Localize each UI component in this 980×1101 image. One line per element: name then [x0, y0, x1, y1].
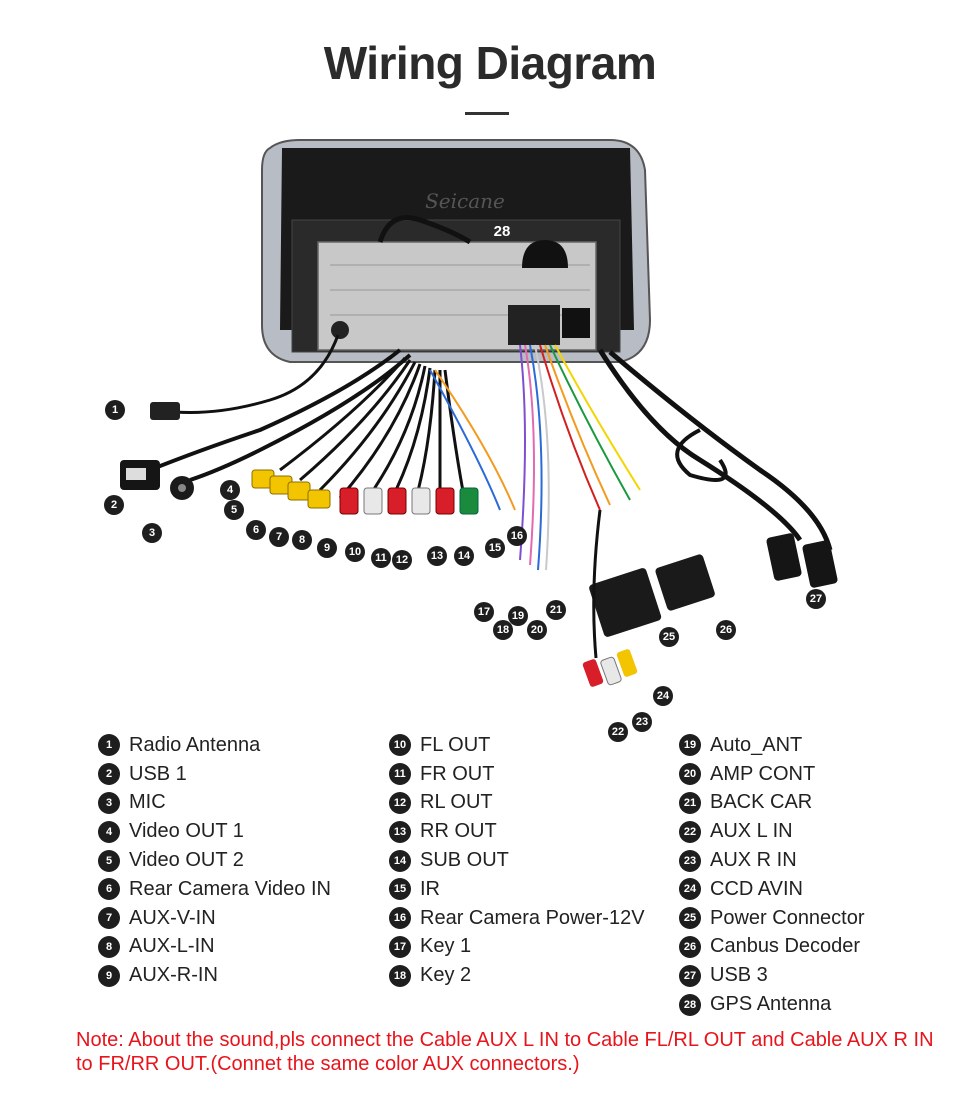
callout-10: 10 [345, 542, 365, 562]
callout-9: 9 [317, 538, 337, 558]
callout-21: 21 [546, 600, 566, 620]
title-underline [465, 112, 509, 115]
callout-19: 19 [508, 606, 528, 626]
callout-8: 8 [292, 530, 312, 550]
sound-connection-note: Note: About the sound,pls connect the Ca… [76, 1029, 934, 1075]
usb3-plug-a [766, 533, 802, 581]
callout-2: 2 [104, 495, 124, 515]
callout-24: 24 [653, 686, 673, 706]
page-title: Wiring Diagram [323, 37, 657, 89]
callout-14: 14 [454, 546, 474, 566]
gps-antenna-puck [522, 240, 568, 268]
callout-18: 18 [493, 620, 513, 640]
callout-15: 15 [485, 538, 505, 558]
callout-7: 7 [269, 527, 289, 547]
callout-27: 27 [806, 589, 826, 609]
callout-28: 28 [493, 222, 511, 240]
callout-26: 26 [716, 620, 736, 640]
rca-connectors [251, 469, 479, 515]
power-connector [589, 568, 662, 637]
callout-13: 13 [427, 546, 447, 566]
callout-22: 22 [608, 722, 628, 742]
callout-3: 3 [142, 523, 162, 543]
callout-6: 6 [246, 520, 266, 540]
callout-25: 25 [659, 627, 679, 647]
callout-5: 5 [224, 500, 244, 520]
wiring-illustration: Seicane [0, 130, 980, 742]
callout-20: 20 [527, 620, 547, 640]
usb3-plug-b [802, 540, 838, 588]
callout-12: 12 [392, 550, 412, 570]
brand-label: Seicane [425, 189, 505, 213]
callout-23: 23 [632, 712, 652, 732]
canbus-decoder [655, 554, 715, 611]
callout-16: 16 [507, 526, 527, 546]
head-unit-drawing: Seicane [120, 139, 838, 687]
radio-antenna-plug [150, 402, 180, 420]
callout-17: 17 [474, 602, 494, 622]
callout-1: 1 [105, 400, 125, 420]
callout-11: 11 [371, 548, 391, 568]
callout-4: 4 [220, 480, 240, 500]
